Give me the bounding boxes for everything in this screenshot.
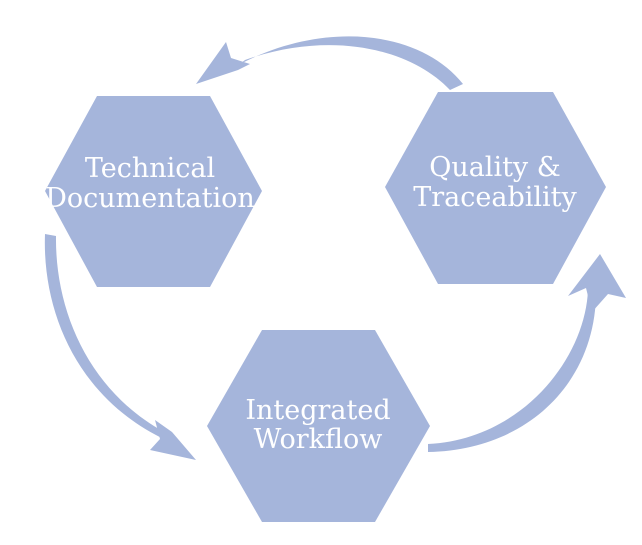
- node-label-line1: Integrated: [245, 395, 390, 426]
- node-label-line2: Traceability: [413, 182, 577, 213]
- hexagon-shape: [207, 330, 430, 522]
- node-label-line2: Documentation: [45, 183, 254, 214]
- arrow-head: [196, 42, 250, 84]
- arrow-body: [240, 36, 463, 90]
- arrow-head: [568, 254, 626, 312]
- node-label-line1: Quality &: [429, 152, 561, 183]
- node-technical-documentation: Technical Documentation: [45, 96, 262, 287]
- technical-to-workflow-arrow: [44, 234, 196, 460]
- node-integrated-workflow: Integrated Workflow: [207, 330, 430, 522]
- arrow-head: [150, 420, 196, 460]
- arrow-body: [428, 290, 596, 452]
- arrow-body: [44, 234, 166, 440]
- workflow-to-quality-arrow: [428, 254, 626, 452]
- hexagon-shape: [45, 96, 262, 287]
- node-label-line2: Workflow: [254, 424, 383, 455]
- quality-to-technical-arrow: [196, 36, 463, 90]
- hexagon-shape: [385, 92, 606, 284]
- node-label-line1: Technical: [85, 153, 215, 184]
- node-quality-traceability: Quality & Traceability: [385, 92, 606, 284]
